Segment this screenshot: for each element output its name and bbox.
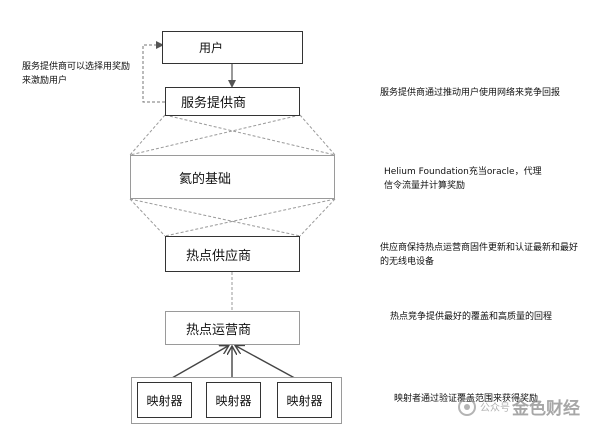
node-mapper-2: 映射器 <box>206 382 261 418</box>
arrows-mappers-to-operator <box>164 346 303 383</box>
watermark-small-text: 公众号 <box>480 403 510 414</box>
watermark-logo-icon <box>458 397 476 416</box>
note-provider-reward: 服务提供商可以选择用奖励来激励用户 <box>22 62 131 86</box>
note-provider-network: 服务提供商通过推动用户使用网络来竞争回报 <box>380 88 561 98</box>
note-foundation-oracle: Helium Foundation充当oracle，代理信令流量并计算奖励 <box>384 167 542 191</box>
dashed-foundation-supplier <box>129 198 336 237</box>
note-supplier-firmware: 供应商保持热点运营商固件更新和认证最新和最好的无线电设备 <box>380 243 579 267</box>
loop-provider-to-user <box>142 41 165 103</box>
node-hotspot-supplier: 热点供应商 <box>165 236 300 272</box>
node-user-label: 用户 <box>199 41 224 55</box>
node-hotspot-operator: 热点运营商 <box>165 311 300 345</box>
node-mapper-1-label: 映射器 <box>146 393 183 408</box>
watermark-brand-text: 金色财经 <box>512 399 580 419</box>
node-service-provider: 服务提供商 <box>165 87 300 116</box>
node-user: 用户 <box>162 31 303 64</box>
node-helium-foundation-label: 氦的基础 <box>179 171 232 187</box>
dashed-provider-foundation <box>129 114 336 156</box>
node-helium-foundation: 氦的基础 <box>130 155 335 199</box>
node-hotspot-operator-label: 热点运营商 <box>186 322 252 338</box>
node-mapper-2-label: 映射器 <box>215 393 252 408</box>
watermark: 公众号 金色财经 <box>458 394 580 419</box>
node-service-provider-label: 服务提供商 <box>181 96 247 111</box>
node-mapper-3: 映射器 <box>277 382 332 418</box>
note-hotspot-compete: 热点竞争提供最好的覆盖和高质量的回程 <box>390 312 553 322</box>
node-mapper-1: 映射器 <box>137 382 192 418</box>
node-hotspot-supplier-label: 热点供应商 <box>186 248 252 264</box>
node-mapper-3-label: 映射器 <box>286 393 323 408</box>
